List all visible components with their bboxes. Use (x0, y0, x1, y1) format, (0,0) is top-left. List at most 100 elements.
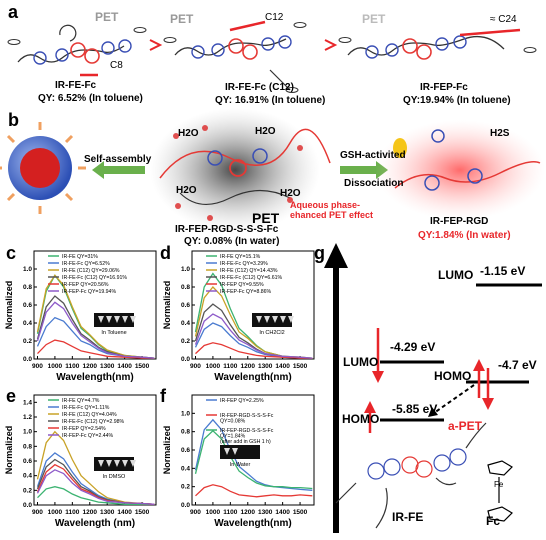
x-tick-label: 1000 (206, 363, 221, 370)
ir-fe-molecule-icon (335, 422, 487, 529)
y-tick-label: 0.6 (181, 447, 190, 454)
x-tick-label: 900 (32, 363, 43, 370)
h2o-label-4: H2O (280, 188, 301, 199)
compound-ir-fe-fc-c12-structure (163, 20, 307, 93)
h2o-label-2: H2O (255, 126, 276, 137)
inset-vial (106, 460, 112, 467)
fluorescence-glow (375, 120, 545, 220)
y-tick-label: 0.2 (181, 338, 190, 345)
fe-lumo-label: LUMO (343, 355, 379, 369)
inset-vial (122, 316, 128, 323)
x-axis-label: Wavelength (nm) (55, 518, 135, 529)
pet-label-1: PET (95, 10, 119, 24)
y-tick-label: 0.4 (23, 320, 32, 327)
panel-label-a: a (8, 2, 19, 22)
nanoparticle-icon (0, 122, 86, 214)
panel-g-energy-diagram (324, 243, 542, 533)
x-tick-label: 1400 (275, 363, 290, 370)
legend-entry: IR-FEP-RGD-S-S-S-Fc (220, 428, 274, 434)
legend-entry: IR-FE (C12) QY=4.04% (62, 412, 117, 418)
x-tick-label: 1500 (293, 509, 308, 516)
y-axis-label: Normalized (162, 426, 172, 475)
legend-entry: IR-FEP QY=20.56% (62, 282, 109, 288)
chain-label-c24: ≈ C24 (490, 14, 517, 25)
x-tick-label: 1100 (223, 363, 237, 370)
x-tick-label: 1100 (223, 509, 237, 516)
gt-arrow-1 (149, 39, 163, 51)
light-bulb-icon (393, 138, 407, 158)
ferrocene-icon (487, 460, 513, 522)
legend-entry: IR-FE-Fc QY=3.29% (220, 261, 268, 267)
inset-photo (220, 445, 260, 459)
legend-entry: IR-FE-Fc (C12) QY=6.61% (220, 275, 283, 281)
legend-entry: IR-FEP-Fc QY=8.86% (220, 289, 272, 295)
series-line (195, 342, 313, 359)
pet-label-b: PET (252, 210, 280, 226)
fe-homo-energy: -5.85 eV (392, 402, 438, 416)
legend-entry: IR-FE-Fc QY=1.11% (62, 405, 110, 411)
compound-qy-2: QY: 16.91% (In toluene) (215, 95, 326, 106)
series-line (194, 429, 313, 490)
fe-atom-label: Fe (494, 480, 504, 489)
legend-entry: IR-FEP-RGD-S-S-S-Fc (220, 413, 274, 419)
y-axis-label: Normalized (4, 281, 14, 330)
inset-vial (114, 460, 120, 467)
x-tick-label: 1000 (48, 363, 63, 370)
inset-vial (272, 316, 278, 323)
legend-entry: IR-FE-Fc (C12) QY=2.98% (62, 419, 125, 425)
y-tick-label: 0.2 (23, 487, 32, 494)
y-tick-label: 1.0 (23, 266, 32, 273)
fc-lumo-energy: -1.15 eV (480, 264, 526, 278)
y-tick-label: 1.0 (181, 410, 190, 417)
fe-homo-label: HOMO (342, 412, 380, 426)
legend-entry: IR-FE QY=31% (62, 254, 98, 260)
panel-label-e: e (6, 386, 17, 406)
compound-qy-3: QY:19.94% (In toluene) (403, 95, 511, 106)
aqueous-note-line1: Aqueous phase- (290, 200, 361, 210)
x-tick-label: 1300 (100, 509, 115, 516)
ir-fe-name: IR-FE (392, 510, 424, 524)
panel-label-f: f (160, 386, 166, 406)
inset-vial (288, 316, 294, 323)
x-tick-label: 1200 (83, 363, 98, 370)
product-qy: QY:1.84% (In water) (418, 230, 511, 241)
legend-entry: IR-FEP QY=2.25% (220, 398, 264, 404)
x-tick-label: 1500 (135, 363, 150, 370)
y-axis-label: Normalized (4, 426, 14, 475)
inset-vial (98, 316, 104, 323)
pet-cloud (150, 108, 320, 232)
series-line (37, 486, 155, 505)
inset-vial (264, 316, 270, 323)
compound-name-2: IR-FE-Fc (C12) (225, 82, 294, 93)
inset-vial (130, 316, 136, 323)
y-tick-label: 0.6 (23, 458, 32, 465)
inset-vial (98, 460, 104, 467)
x-tick-label: 1400 (275, 509, 290, 516)
y-tick-label: 0.8 (181, 284, 190, 291)
y-tick-label: 1.2 (23, 414, 32, 421)
compound-ir-fep-fc-structure (338, 28, 537, 60)
inset-vial (106, 316, 112, 323)
legend-entry: IR-FEP QY=9.55% (220, 282, 264, 288)
x-tick-label: 1500 (293, 363, 308, 370)
x-axis-label: Wavelength(nm) (214, 518, 291, 529)
compound-name-3: IR-FEP-Fc (420, 82, 468, 93)
aqueous-note-line2: ehanced PET effect (290, 210, 374, 220)
x-tick-label: 1400 (117, 363, 132, 370)
gt-arrow-2 (324, 39, 338, 51)
series-line (194, 418, 313, 491)
inset-vial (130, 460, 136, 467)
panel-label-b: b (8, 110, 19, 130)
plot-frame-e (33, 394, 157, 506)
x-axis-label: Wavelength(nm) (56, 372, 133, 383)
x-tick-label: 1200 (241, 363, 256, 370)
y-tick-label: 0.6 (23, 302, 32, 309)
legend-entry-note: (after add in GSH 1 h) (220, 439, 271, 445)
inset-caption: In CH2Cl2 (259, 330, 284, 336)
pet-label-3: PET (362, 12, 386, 26)
compound-ir-fe-fc-structure (7, 24, 147, 77)
h2o-label-3: H2O (176, 185, 197, 196)
series-line (36, 469, 155, 505)
series-line (194, 313, 313, 359)
apet-arrow (433, 384, 475, 414)
